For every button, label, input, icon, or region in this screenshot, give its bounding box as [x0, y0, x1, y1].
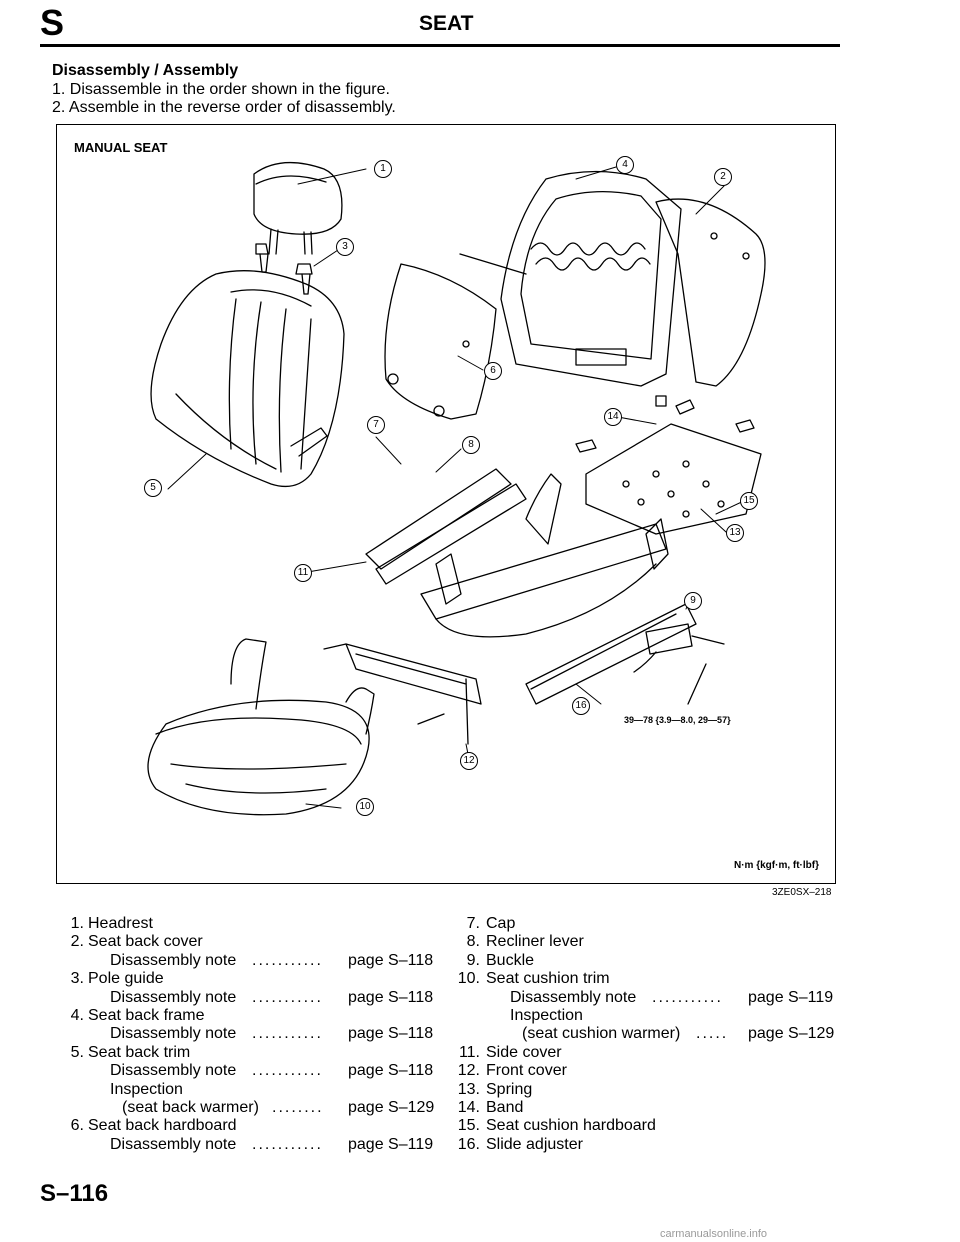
part-note: Disassembly note [110, 1025, 237, 1043]
part-name: Band [486, 1099, 524, 1116]
figure-caption: MANUAL SEAT [74, 140, 168, 155]
part-number: 11. [458, 1043, 480, 1061]
callout-10: 10 [356, 798, 374, 816]
part-number: 14. [457, 1099, 480, 1116]
page-ref: page S–118 [348, 988, 434, 1006]
front-cover-drawing [323, 643, 482, 745]
part-name: Headrest [88, 915, 153, 932]
buckle-drawing [633, 623, 725, 705]
part-number: 10. [457, 970, 480, 988]
part-note: Disassembly note [510, 988, 637, 1006]
page-ref: page S–129 [748, 1025, 835, 1043]
exploded-seat-diagram [147, 161, 766, 816]
section-letter: S [40, 2, 65, 43]
part-name: Cap [486, 915, 516, 932]
part-number: 12. [457, 1062, 480, 1080]
callout-3: 3 [336, 238, 354, 256]
seat-back-hardboard-drawing [384, 263, 497, 420]
callout-13: 13 [726, 524, 744, 542]
part-number: 2. [70, 933, 84, 951]
figure-frame [56, 124, 836, 884]
page-ref: page S–118 [348, 1062, 434, 1080]
part-number: 16. [457, 1135, 480, 1153]
part-name: Seat cushion trim [486, 970, 610, 988]
header-rule [40, 44, 840, 47]
part-number: 9. [466, 951, 480, 969]
part-note: Inspection [510, 1007, 583, 1024]
watermark: carmanualsonline.info [660, 1228, 768, 1240]
leader-dots: ........... [252, 951, 323, 969]
callout-1: 1 [374, 160, 392, 178]
callout-15: 15 [740, 492, 758, 510]
part-note: (seat cushion warmer) [522, 1025, 681, 1043]
part-name: Seat cushion hardboard [486, 1117, 656, 1135]
part-note: Disassembly note [110, 1135, 237, 1153]
callout-8: 8 [462, 436, 480, 454]
part-number: 1. [70, 915, 84, 932]
page-number: S–116 [40, 1180, 109, 1207]
part-note: Disassembly note [110, 988, 237, 1006]
leader-dots: ........... [252, 1062, 323, 1080]
leader-dots: ........... [652, 988, 723, 1006]
page-ref: page S–119 [348, 1135, 434, 1153]
part-name: Pole guide [88, 970, 164, 988]
part-note: Disassembly note [110, 951, 237, 969]
part-number: 5. [70, 1043, 84, 1061]
page-ref: page S–119 [748, 988, 834, 1006]
page-ref: page S–129 [348, 1099, 435, 1116]
callout-4: 4 [616, 156, 634, 174]
part-note: (seat back warmer) [122, 1099, 259, 1116]
part-note: Disassembly note [110, 1062, 237, 1080]
callout-7: 7 [367, 416, 385, 434]
part-name: Seat back trim [88, 1043, 191, 1061]
callout-14: 14 [604, 408, 622, 426]
part-number: 8. [466, 933, 480, 951]
figure-code: 3ZE0SX–218 [772, 887, 832, 898]
section-heading: Disassembly / Assembly [52, 62, 239, 79]
callout-11: 11 [294, 564, 312, 582]
leader-dots: ........... [252, 1025, 323, 1043]
callout-16: 16 [572, 697, 590, 715]
part-note: Inspection [110, 1080, 183, 1098]
page-title: SEAT [419, 12, 474, 35]
headrest-drawing [253, 161, 343, 295]
leader-dots: ..... [696, 1025, 729, 1043]
callout-9: 9 [684, 592, 702, 610]
part-name: Seat back frame [88, 1007, 205, 1024]
torque-units: N·m {kgf·m, ft·lbf} [734, 860, 819, 871]
part-name: Front cover [486, 1062, 567, 1080]
torque-spec: 39—78 {3.9—8.0, 29—57} [624, 715, 731, 725]
page-ref: page S–118 [348, 951, 434, 969]
part-number: 3. [70, 970, 84, 988]
part-number: 13. [457, 1080, 480, 1098]
part-name: Recliner lever [486, 933, 584, 951]
leader-lines [167, 166, 749, 809]
callout-2: 2 [714, 168, 732, 186]
part-name: Seat back hardboard [88, 1117, 237, 1135]
step-1: 1. Disassemble in the order shown in the… [52, 81, 390, 98]
leader-dots: ........... [252, 1135, 323, 1153]
page-ref: page S–118 [348, 1025, 434, 1043]
seat-back-frame-drawing [459, 170, 682, 387]
part-number: 7. [466, 915, 480, 932]
seat-cushion-trim-drawing [147, 638, 375, 816]
seat-frame-drawing [365, 468, 697, 705]
leader-dots: ........ [272, 1099, 324, 1116]
part-name: Seat back cover [88, 933, 203, 951]
part-number: 4. [70, 1007, 84, 1024]
part-name: Buckle [486, 951, 535, 969]
part-number: 6. [70, 1117, 84, 1135]
part-name: Slide adjuster [486, 1135, 583, 1153]
callout-5: 5 [144, 479, 162, 497]
callout-6: 6 [484, 362, 502, 380]
part-number: 15. [457, 1117, 480, 1135]
seat-cushion-hardboard-drawing [575, 395, 762, 535]
part-name: Side cover [486, 1043, 562, 1061]
step-2: 2. Assemble in the reverse order of disa… [52, 99, 396, 116]
callout-12: 12 [460, 752, 478, 770]
seat-back-trim-drawing [150, 270, 345, 488]
leader-dots: ........... [252, 988, 323, 1006]
seat-back-cover-drawing [655, 198, 766, 387]
part-name: Spring [486, 1080, 533, 1098]
